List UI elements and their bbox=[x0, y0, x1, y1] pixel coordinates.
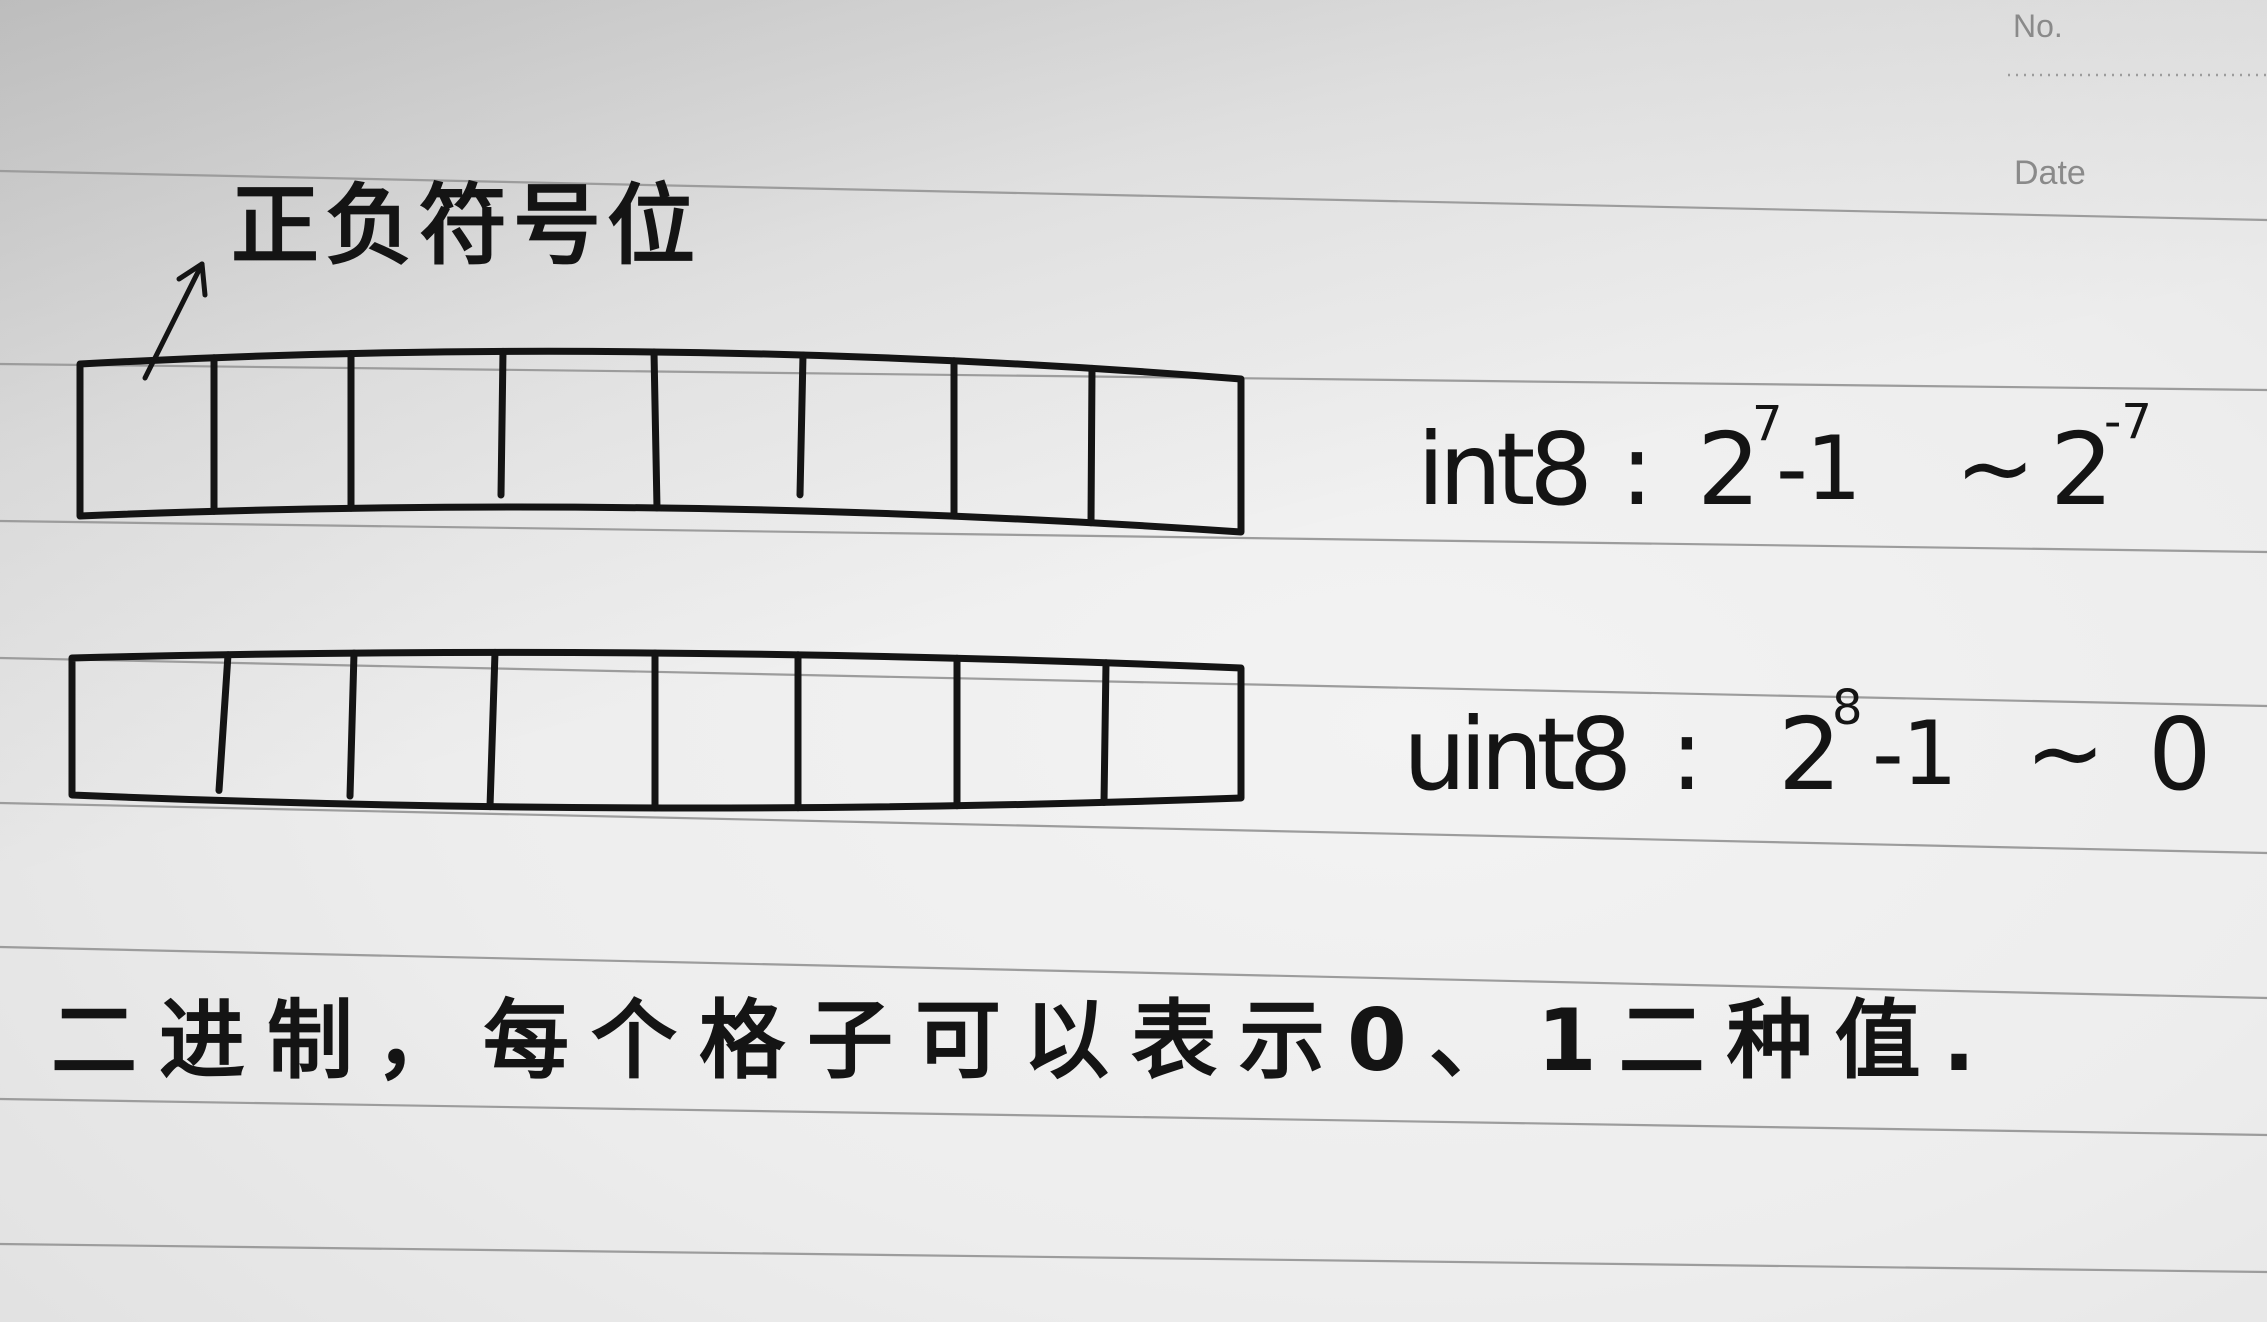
notebook-no-label: No. bbox=[2013, 8, 2063, 44]
bit-cell-divider bbox=[796, 351, 807, 499]
bit-row-1 bbox=[76, 347, 1245, 536]
bit-row-2-outline bbox=[68, 648, 1245, 812]
sign-bit-label: 正负符号位 bbox=[231, 174, 702, 277]
ruled-line bbox=[0, 801, 2267, 855]
bit-cell-divider bbox=[486, 648, 499, 811]
ruled-line bbox=[0, 519, 2267, 554]
bit-rows bbox=[68, 347, 1245, 812]
ruled-line bbox=[0, 656, 2267, 708]
ruled-line bbox=[0, 1097, 2267, 1137]
int8-type-label: int8 bbox=[1417, 411, 1593, 528]
bit-cell-divider bbox=[650, 348, 661, 512]
uint8-upper-base: 2 bbox=[1778, 696, 1842, 813]
uint8-type-label: uint8 bbox=[1403, 696, 1632, 813]
bit-cell-divider bbox=[346, 649, 358, 800]
uint8-lower-value: 0 bbox=[2148, 696, 2212, 813]
int8-upper-base: 2 bbox=[1697, 411, 1761, 528]
uint8-upper-exponent: 8 bbox=[1832, 680, 1863, 736]
bit-cell-divider bbox=[1087, 364, 1096, 527]
int8-upper-exponent: 7 bbox=[1752, 396, 1783, 452]
bit-cell-divider bbox=[215, 651, 232, 794]
bit-cell-divider bbox=[1100, 659, 1110, 806]
bit-row-2 bbox=[68, 648, 1245, 812]
int8-lower-exponent: -7 bbox=[2104, 394, 2152, 450]
int8-lower-base: 2 bbox=[2050, 411, 2114, 528]
uint8-range-symbol: ~ bbox=[2025, 697, 2106, 809]
ruled-line bbox=[0, 1242, 2267, 1274]
int8-upper-offset: -1 bbox=[1776, 417, 1862, 520]
binary-note: 二进制，每个格子可以表示0、1二种值. bbox=[51, 991, 1998, 1091]
bit-row-1-outline bbox=[76, 347, 1245, 536]
uint8-separator: : bbox=[1670, 696, 1704, 813]
notebook-date-label: Date bbox=[2014, 154, 2086, 192]
uint8-upper-offset: -1 bbox=[1872, 702, 1958, 805]
bit-cell-divider bbox=[497, 347, 507, 499]
ruled-line bbox=[0, 945, 2267, 1000]
int8-range-symbol: ~ bbox=[1955, 412, 2036, 524]
int8-separator: : bbox=[1620, 411, 1654, 528]
